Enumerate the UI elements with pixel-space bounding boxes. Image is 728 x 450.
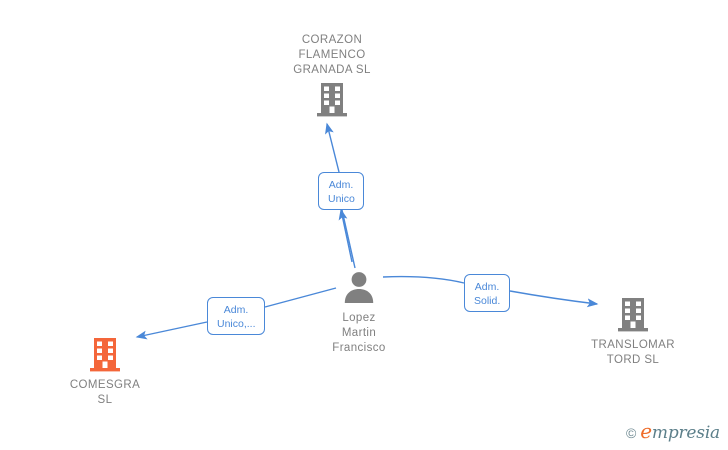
node-comesgra-sl[interactable]: COMESGRA SL bbox=[35, 336, 175, 408]
node-label-corazon-flamenco-granada-sl: CORAZON FLAMENCO GRANADA SL bbox=[293, 34, 371, 76]
relation-label-adm-unico-corazon[interactable]: Adm. Unico bbox=[318, 172, 364, 210]
building-icon bbox=[317, 83, 347, 117]
node-icon-wrap-corazon bbox=[314, 81, 350, 119]
node-icon-wrap-lopez bbox=[341, 269, 377, 307]
node-icon-wrap-translomar bbox=[615, 296, 651, 334]
empresia-logo-text: empresia bbox=[640, 421, 720, 443]
edge-lopez-to-corazon bbox=[338, 208, 353, 263]
node-corazon-flamenco-granada-sl[interactable]: CORAZON FLAMENCO GRANADA SL bbox=[262, 33, 402, 119]
relation-label-adm-unico-comesgra[interactable]: Adm. Unico,... bbox=[207, 297, 265, 335]
node-lopez-martin-francisco[interactable]: Lopez Martin Francisco bbox=[289, 269, 429, 356]
edge-lopez-to-comesgra-left bbox=[135, 321, 208, 340]
edge-lopez-corazon-below-box bbox=[341, 209, 356, 269]
relation-label-adm-solidario-translomar[interactable]: Adm. Solid. bbox=[464, 274, 510, 312]
edge-lopez-corazon-above-box bbox=[325, 122, 340, 173]
node-icon-wrap-comesgra bbox=[87, 336, 123, 374]
copyright-icon: © bbox=[625, 424, 637, 441]
empresia-logo-rest: mpresia bbox=[651, 423, 720, 443]
empresia-logo-initial: e bbox=[640, 419, 652, 443]
node-label-translomar-tord-sl: TRANSLOMAR TORD SL bbox=[591, 339, 675, 366]
person-icon bbox=[344, 272, 374, 303]
building-icon bbox=[90, 338, 120, 372]
building-icon bbox=[618, 298, 648, 332]
node-label-lopez-martin-francisco: Lopez Martin Francisco bbox=[332, 312, 386, 354]
node-translomar-tord-sl[interactable]: TRANSLOMAR TORD SL bbox=[563, 296, 703, 368]
node-label-comesgra-sl: COMESGRA SL bbox=[69, 379, 141, 406]
empresia-watermark: © empresia bbox=[625, 421, 720, 443]
